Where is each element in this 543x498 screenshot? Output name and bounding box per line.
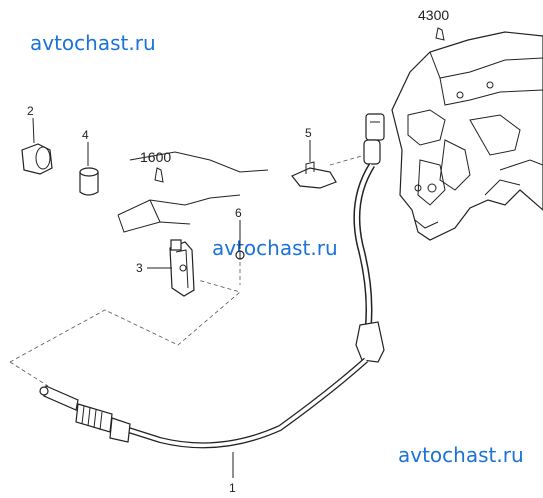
bushing-part-4 [79,167,99,196]
callout-1-label: 1 [229,481,236,495]
watermark-center: avtochast.ru [212,236,338,260]
ref-1600-label: 1600 [140,149,171,165]
transmission-housing [391,31,543,241]
callout-2-leader [32,117,35,144]
callout-4-label: 4 [82,128,89,142]
grommet-part-2 [21,143,53,175]
bolt-part-6 [235,250,245,260]
watermark-top-left: avtochast.ru [30,31,156,55]
control-cable-part-1 [39,113,385,449]
ref-1600-marker [154,167,164,183]
guide-line-tip [9,361,49,387]
watermark-bottom-right: avtochast.ru [398,443,524,467]
ref-4300-label: 4300 [418,7,449,23]
floor-panel [117,151,269,233]
ref-4300-marker [435,27,445,41]
callout-3-label: 3 [136,261,143,275]
cable-clip-part-5 [291,161,337,189]
guide-line-upper [329,154,366,166]
guide-line-lower [9,279,241,363]
callout-6-label: 6 [235,206,242,220]
callout-5-label: 5 [305,126,312,140]
bracket-part-3 [169,239,195,297]
callout-2-label: 2 [27,104,34,118]
